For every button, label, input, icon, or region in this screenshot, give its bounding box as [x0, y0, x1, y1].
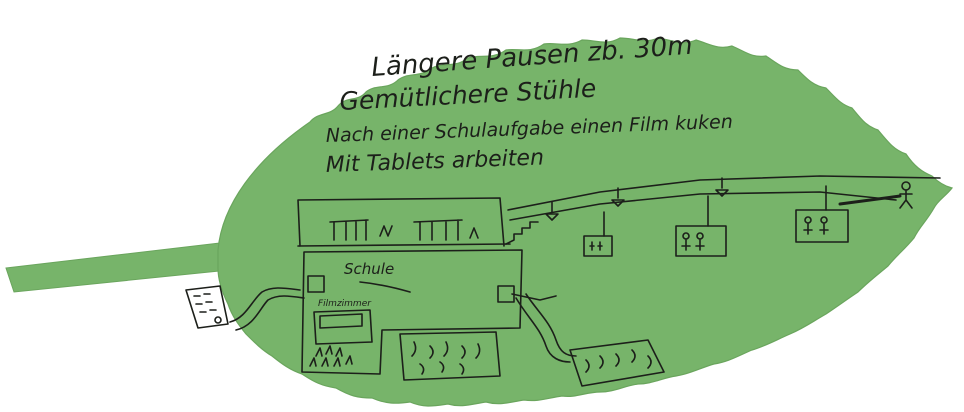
school-label: Schule [344, 260, 394, 278]
left-device [186, 286, 228, 328]
left-device-details [194, 294, 216, 312]
left-device-wheel [215, 317, 221, 323]
film-room-label: Filmzimmer [318, 299, 372, 309]
